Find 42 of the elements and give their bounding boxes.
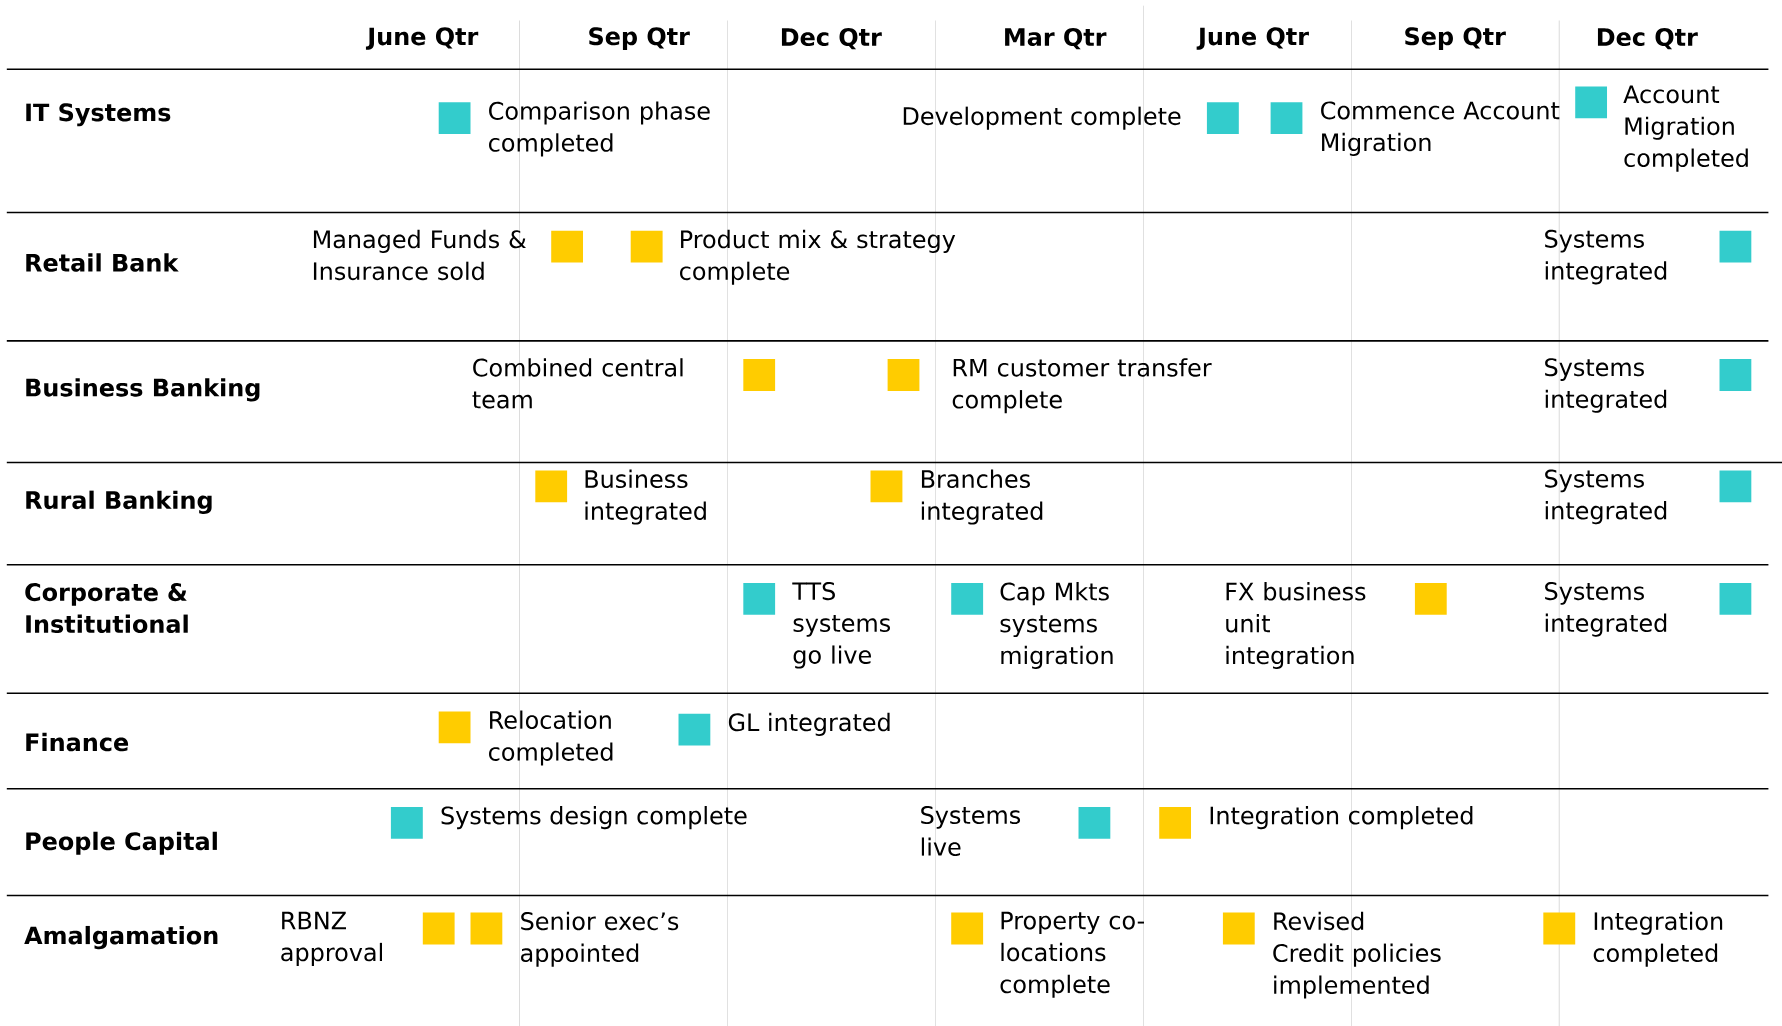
milestone-text: Senior exec’s appointed	[521, 911, 679, 967]
milestone-text: Systems integrated	[1545, 229, 1667, 285]
milestone-text: Systems live	[921, 806, 1021, 856]
milestone-text: Systems integrated	[1545, 358, 1667, 413]
milestone-text: Commence Account Migration	[1321, 101, 1560, 156]
row-label: Amalgamation	[24, 925, 218, 950]
milestone-text: TTS systems go live	[792, 582, 891, 669]
milestone-text: Systems integrated	[1545, 469, 1667, 525]
milestone-text: Development complete	[903, 106, 1181, 130]
row-label: IT Systems	[26, 103, 171, 127]
milestone-text: FX business unit integration	[1226, 582, 1366, 669]
milestone-text: Comparison phase completed	[489, 101, 710, 157]
milestone-text: Property co-locations complete	[1000, 911, 1145, 998]
column-header: Sep Qtr	[589, 27, 690, 50]
milestone-text: Revised Credit policies implemented	[1273, 911, 1441, 999]
milestone-text: Systems design complete	[441, 806, 747, 830]
milestone-text: Relocation completed	[489, 710, 613, 766]
row-label: Retail Bank	[26, 253, 179, 272]
milestone-text: Integration completed	[1210, 806, 1473, 830]
milestone-text: Systems integrated	[1545, 582, 1667, 637]
row-label: Rural Banking	[26, 490, 212, 514]
milestone-text: Account Migration completed	[1623, 85, 1748, 172]
milestone-text: Cap Mkts systems migration	[1000, 582, 1113, 669]
column-header: June Qtr	[1196, 27, 1309, 50]
column-header: June Qtr	[365, 27, 479, 50]
milestone-text: GL integrated	[728, 712, 890, 736]
milestone-text: Managed Funds & Insurance sold	[313, 229, 526, 281]
column-header: Sep Qtr	[1405, 27, 1506, 50]
milestone-text: Business integrated	[585, 469, 706, 525]
column-header: Mar Qtr	[1005, 27, 1107, 50]
milestone-text: Branches integrated	[921, 469, 1043, 525]
row-label: Business Banking	[26, 378, 260, 402]
row-label: Corporate & Institutional	[25, 583, 188, 634]
column-header: Dec Qtr	[1597, 27, 1698, 50]
milestone-text: Product mix & strategy complete	[680, 229, 956, 285]
milestone-text: Integration completed	[1593, 911, 1723, 967]
column-header: Dec Qtr	[781, 27, 882, 50]
milestone-text: RBNZ approval	[281, 911, 382, 966]
row-label: Finance	[26, 732, 129, 752]
row-label: People Capital	[26, 831, 217, 855]
milestone-text: RM customer transfer complete	[952, 358, 1212, 414]
milestone-text: Combined central team	[472, 358, 683, 409]
